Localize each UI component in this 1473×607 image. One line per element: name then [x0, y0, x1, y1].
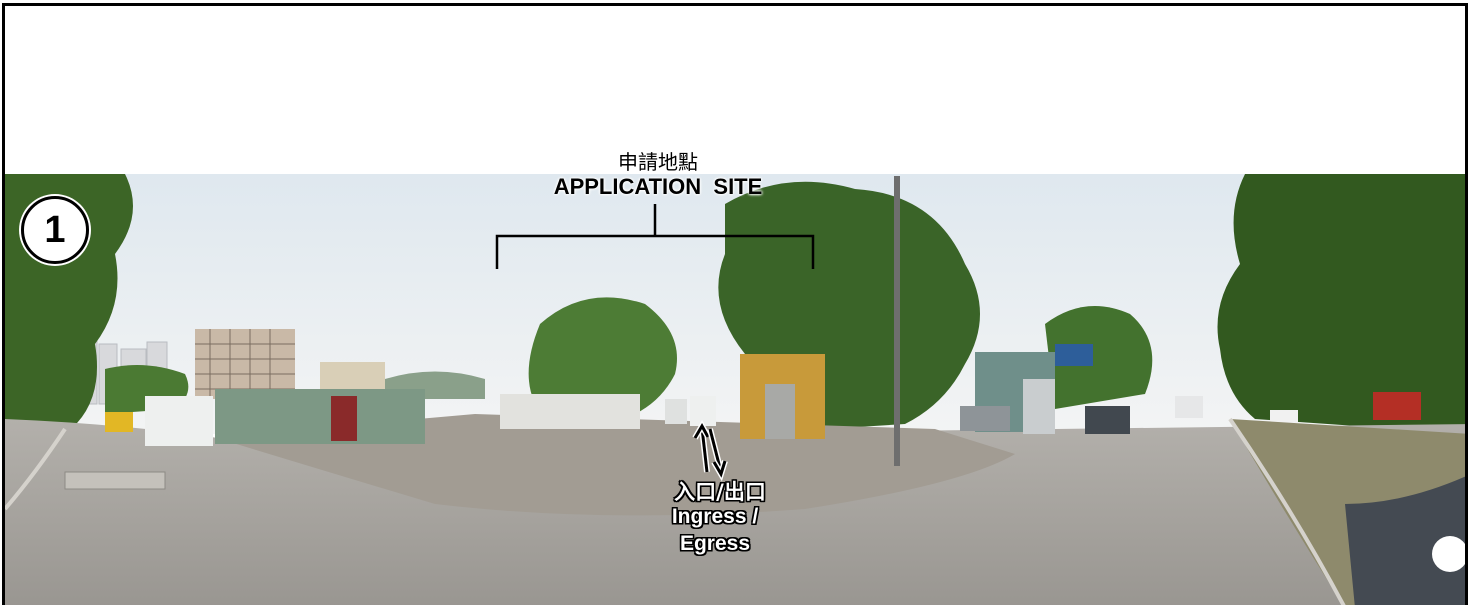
panorama-photo	[5, 174, 1465, 605]
drain-cover	[64, 471, 166, 490]
right-trees	[1217, 174, 1465, 434]
ingress-egress-arrows	[692, 419, 728, 482]
ingress-egress-label-zh: 入口/出口	[674, 480, 766, 504]
white-hoarding	[500, 394, 640, 429]
site-bracket	[495, 204, 815, 269]
ingress-egress-label-en-line2: Egress	[679, 532, 751, 555]
figure-frame: 申請地點 APPLICATION SITE 入口/出口 Ingress / Eg…	[2, 3, 1468, 605]
green-hoarding	[215, 389, 425, 444]
kerb-left	[5, 427, 67, 511]
application-site-label-en: APPLICATION SITE	[553, 174, 763, 199]
scaffold-building	[195, 329, 295, 399]
kerb-right	[1228, 417, 1346, 605]
ingress-egress-label-en-line1: Ingress /	[671, 505, 759, 528]
red-signboard	[1373, 392, 1421, 420]
parked-trucks	[105, 396, 1203, 446]
viewpoint-number-badge: 1	[21, 196, 89, 264]
blue-signboard	[1055, 344, 1093, 366]
lamp-post	[894, 176, 900, 466]
application-site-label-zh: 申請地點	[618, 150, 698, 174]
red-gate	[331, 396, 357, 441]
